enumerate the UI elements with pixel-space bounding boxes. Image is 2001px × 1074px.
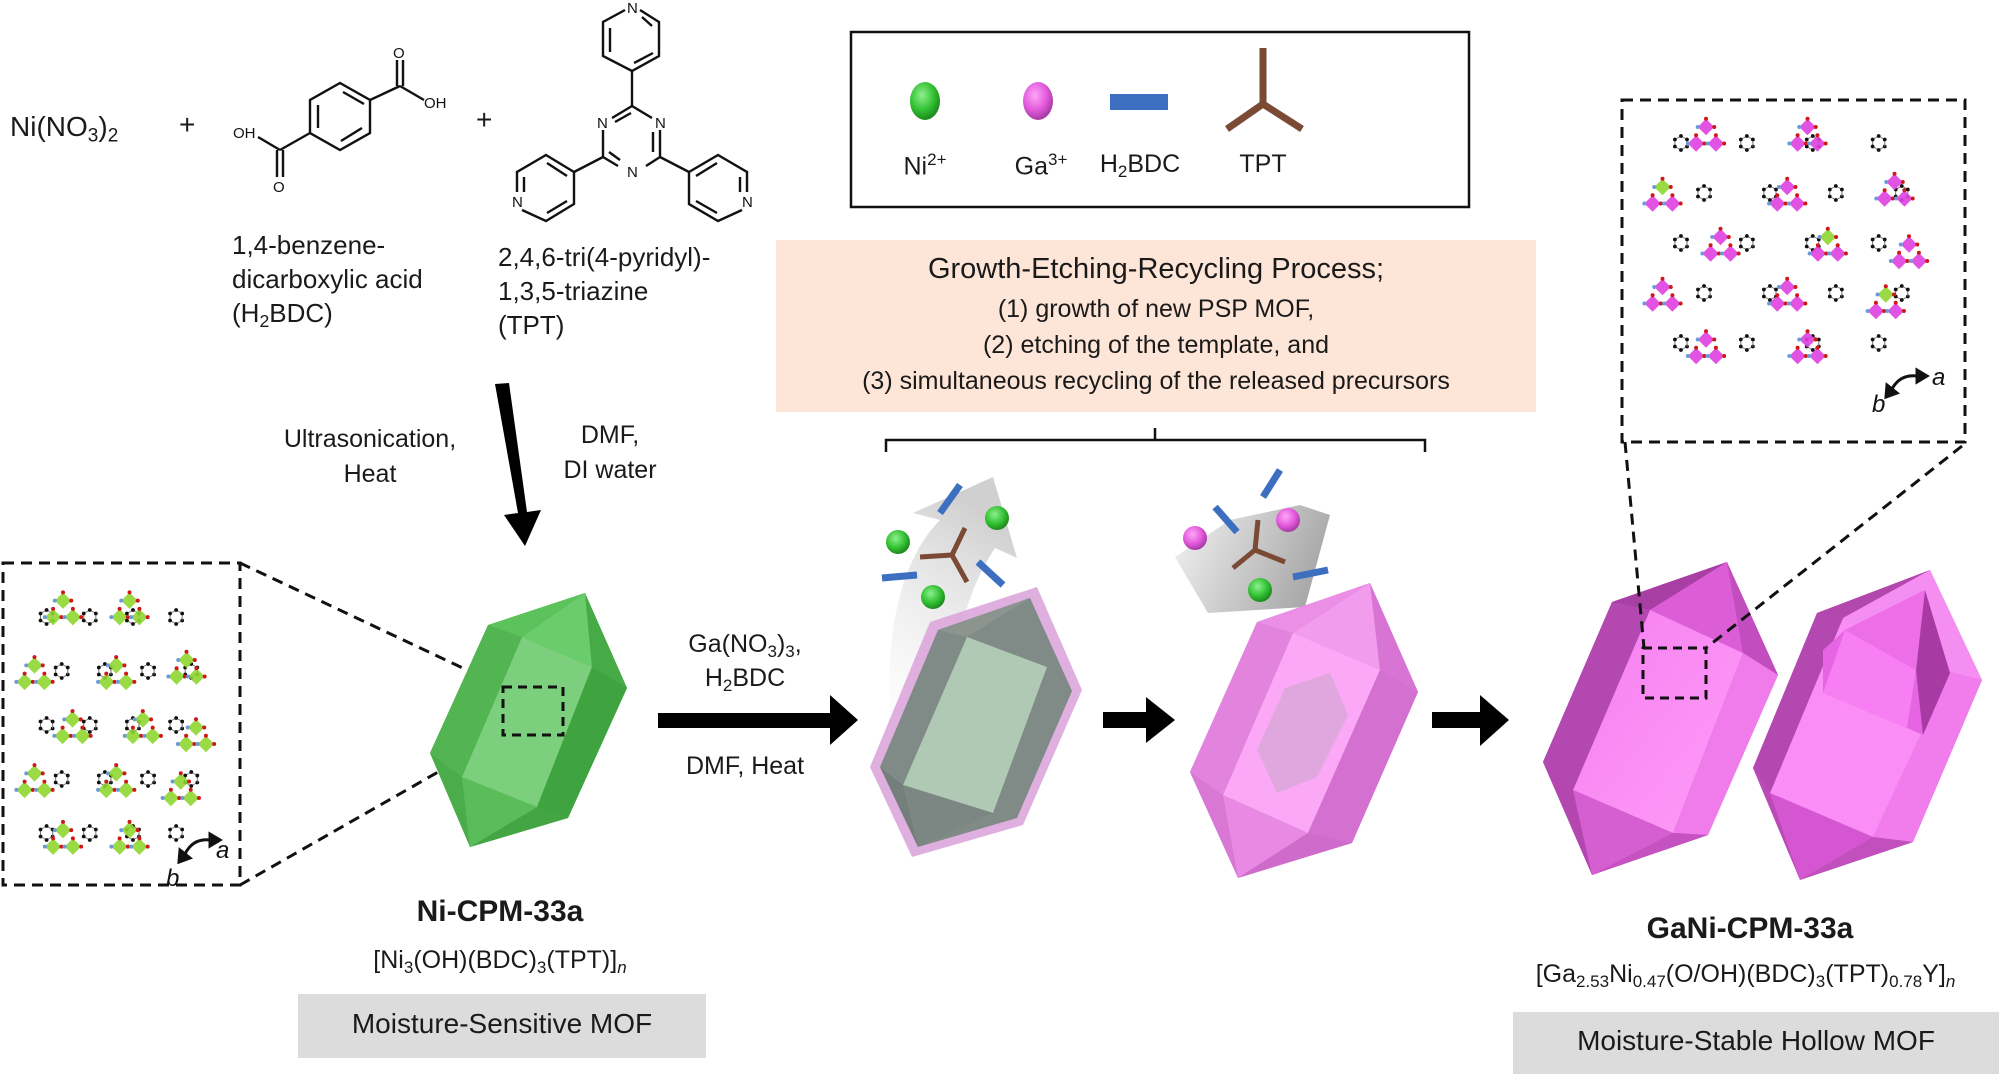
axis-arrows-icon	[1884, 367, 1930, 400]
axis-a-label: a	[1932, 364, 1945, 391]
product-1-tag-label: Moisture-Sensitive MOF	[351, 1008, 653, 1039]
legend-box	[849, 30, 1471, 209]
atom-n-label: N	[512, 194, 523, 211]
atom-o-label: O	[273, 179, 285, 196]
product-2-tag	[1513, 1012, 1999, 1074]
green-sphere-icon	[910, 82, 940, 120]
process-step-2: (2) etching of the template, and	[982, 331, 1330, 359]
down-arrow-icon	[495, 383, 541, 546]
atom-oh-label: OH	[424, 95, 447, 112]
blue-rod-icon	[1110, 94, 1168, 110]
product-2-formula: [Ga2.53Ni0.47(O/OH)(BDC)3(TPT)0.78Y]n	[1535, 960, 1956, 991]
hollow-crystal	[1753, 570, 1982, 880]
legend-label-ni: Ni2+	[903, 150, 947, 181]
zoom-line	[239, 561, 504, 689]
ni-framework-structure	[14, 590, 217, 855]
ni-cpm-33a-crystal	[430, 593, 627, 847]
gani-framework-structure	[1642, 116, 1930, 365]
process-step-3: (3) simultaneous recycling of the releas…	[862, 367, 1450, 395]
zoom-line	[1623, 441, 1646, 649]
right-arrow-icon	[1103, 697, 1175, 743]
zoom-region-marker	[501, 685, 565, 737]
released-precursors-2	[1183, 468, 1329, 602]
atom-oh-label: OH	[233, 125, 256, 142]
step2-reagent-h2bdc: H2BDC	[704, 664, 786, 695]
process-description-box	[776, 240, 1536, 412]
step2-reagent-ga-nitrate: Ga(NO3)3,	[688, 630, 802, 661]
brown-tripod-icon	[1225, 48, 1304, 132]
plus-sign: +	[476, 104, 493, 135]
product-2-tag-label: Moisture-Stable Hollow MOF	[1577, 1025, 1935, 1056]
legend-label-tpt: TPT	[1239, 150, 1287, 178]
step1-right-conditions: DMF, DI water	[563, 421, 657, 484]
legend-label-h2bdc: H2BDC	[1099, 150, 1181, 181]
growth-stage-crystal	[870, 477, 1082, 857]
atom-o-label: O	[393, 45, 405, 62]
process-title: Growth-Etching-Recycling Process;	[927, 253, 1385, 285]
released-precursors-1	[881, 482, 1009, 609]
product-1-name: Ni-CPM-33a	[416, 895, 584, 928]
atom-n-label: N	[655, 115, 666, 132]
zoom-line	[1705, 444, 1963, 650]
atom-n-label: N	[742, 194, 753, 211]
right-arrow-icon	[1432, 695, 1509, 746]
atom-n-label: N	[627, 164, 638, 181]
h2bdc-name: 1,4-benzene- dicarboxylic acid (H2BDC)	[232, 230, 423, 331]
magenta-sphere-icon	[1023, 82, 1053, 120]
legend-label-ga: Ga3+	[1014, 150, 1068, 181]
plus-sign: +	[179, 109, 196, 140]
axis-a-label: a	[216, 837, 229, 864]
process-step-1: (1) growth of new PSP MOF,	[997, 295, 1315, 323]
product-2-name: GaNi-CPM-33a	[1646, 912, 1854, 945]
tpt-name: 2,4,6-tri(4-pyridyl)- 1,3,5-triazine (TP…	[498, 242, 711, 340]
product-1-tag	[298, 994, 706, 1058]
step2-conditions: DMF, Heat	[685, 752, 805, 780]
zoom-region-marker	[1641, 646, 1708, 700]
atom-n-label: N	[597, 115, 608, 132]
ganicpm-structure-box	[1620, 98, 1967, 444]
h2bdc-structure-icon	[257, 60, 425, 177]
reactant-ni-nitrate: Ni(NO3)2	[10, 111, 119, 147]
atom-n-label: N	[627, 0, 638, 17]
axis-b-label: b	[1872, 391, 1885, 418]
product-1-formula: [Ni3(OH)(BDC)3(TPT)]n	[373, 946, 627, 977]
process-bracket	[884, 428, 1427, 452]
ganicpm-33a-crystal	[1543, 562, 1778, 875]
tpt-structure-icon	[515, 8, 749, 223]
axis-b-label: b	[166, 865, 179, 892]
etching-stage-crystal	[1175, 505, 1418, 878]
axis-arrows-icon	[177, 831, 223, 865]
step1-left-conditions: Ultrasonication, Heat	[283, 425, 457, 488]
right-arrow-icon	[658, 695, 858, 745]
